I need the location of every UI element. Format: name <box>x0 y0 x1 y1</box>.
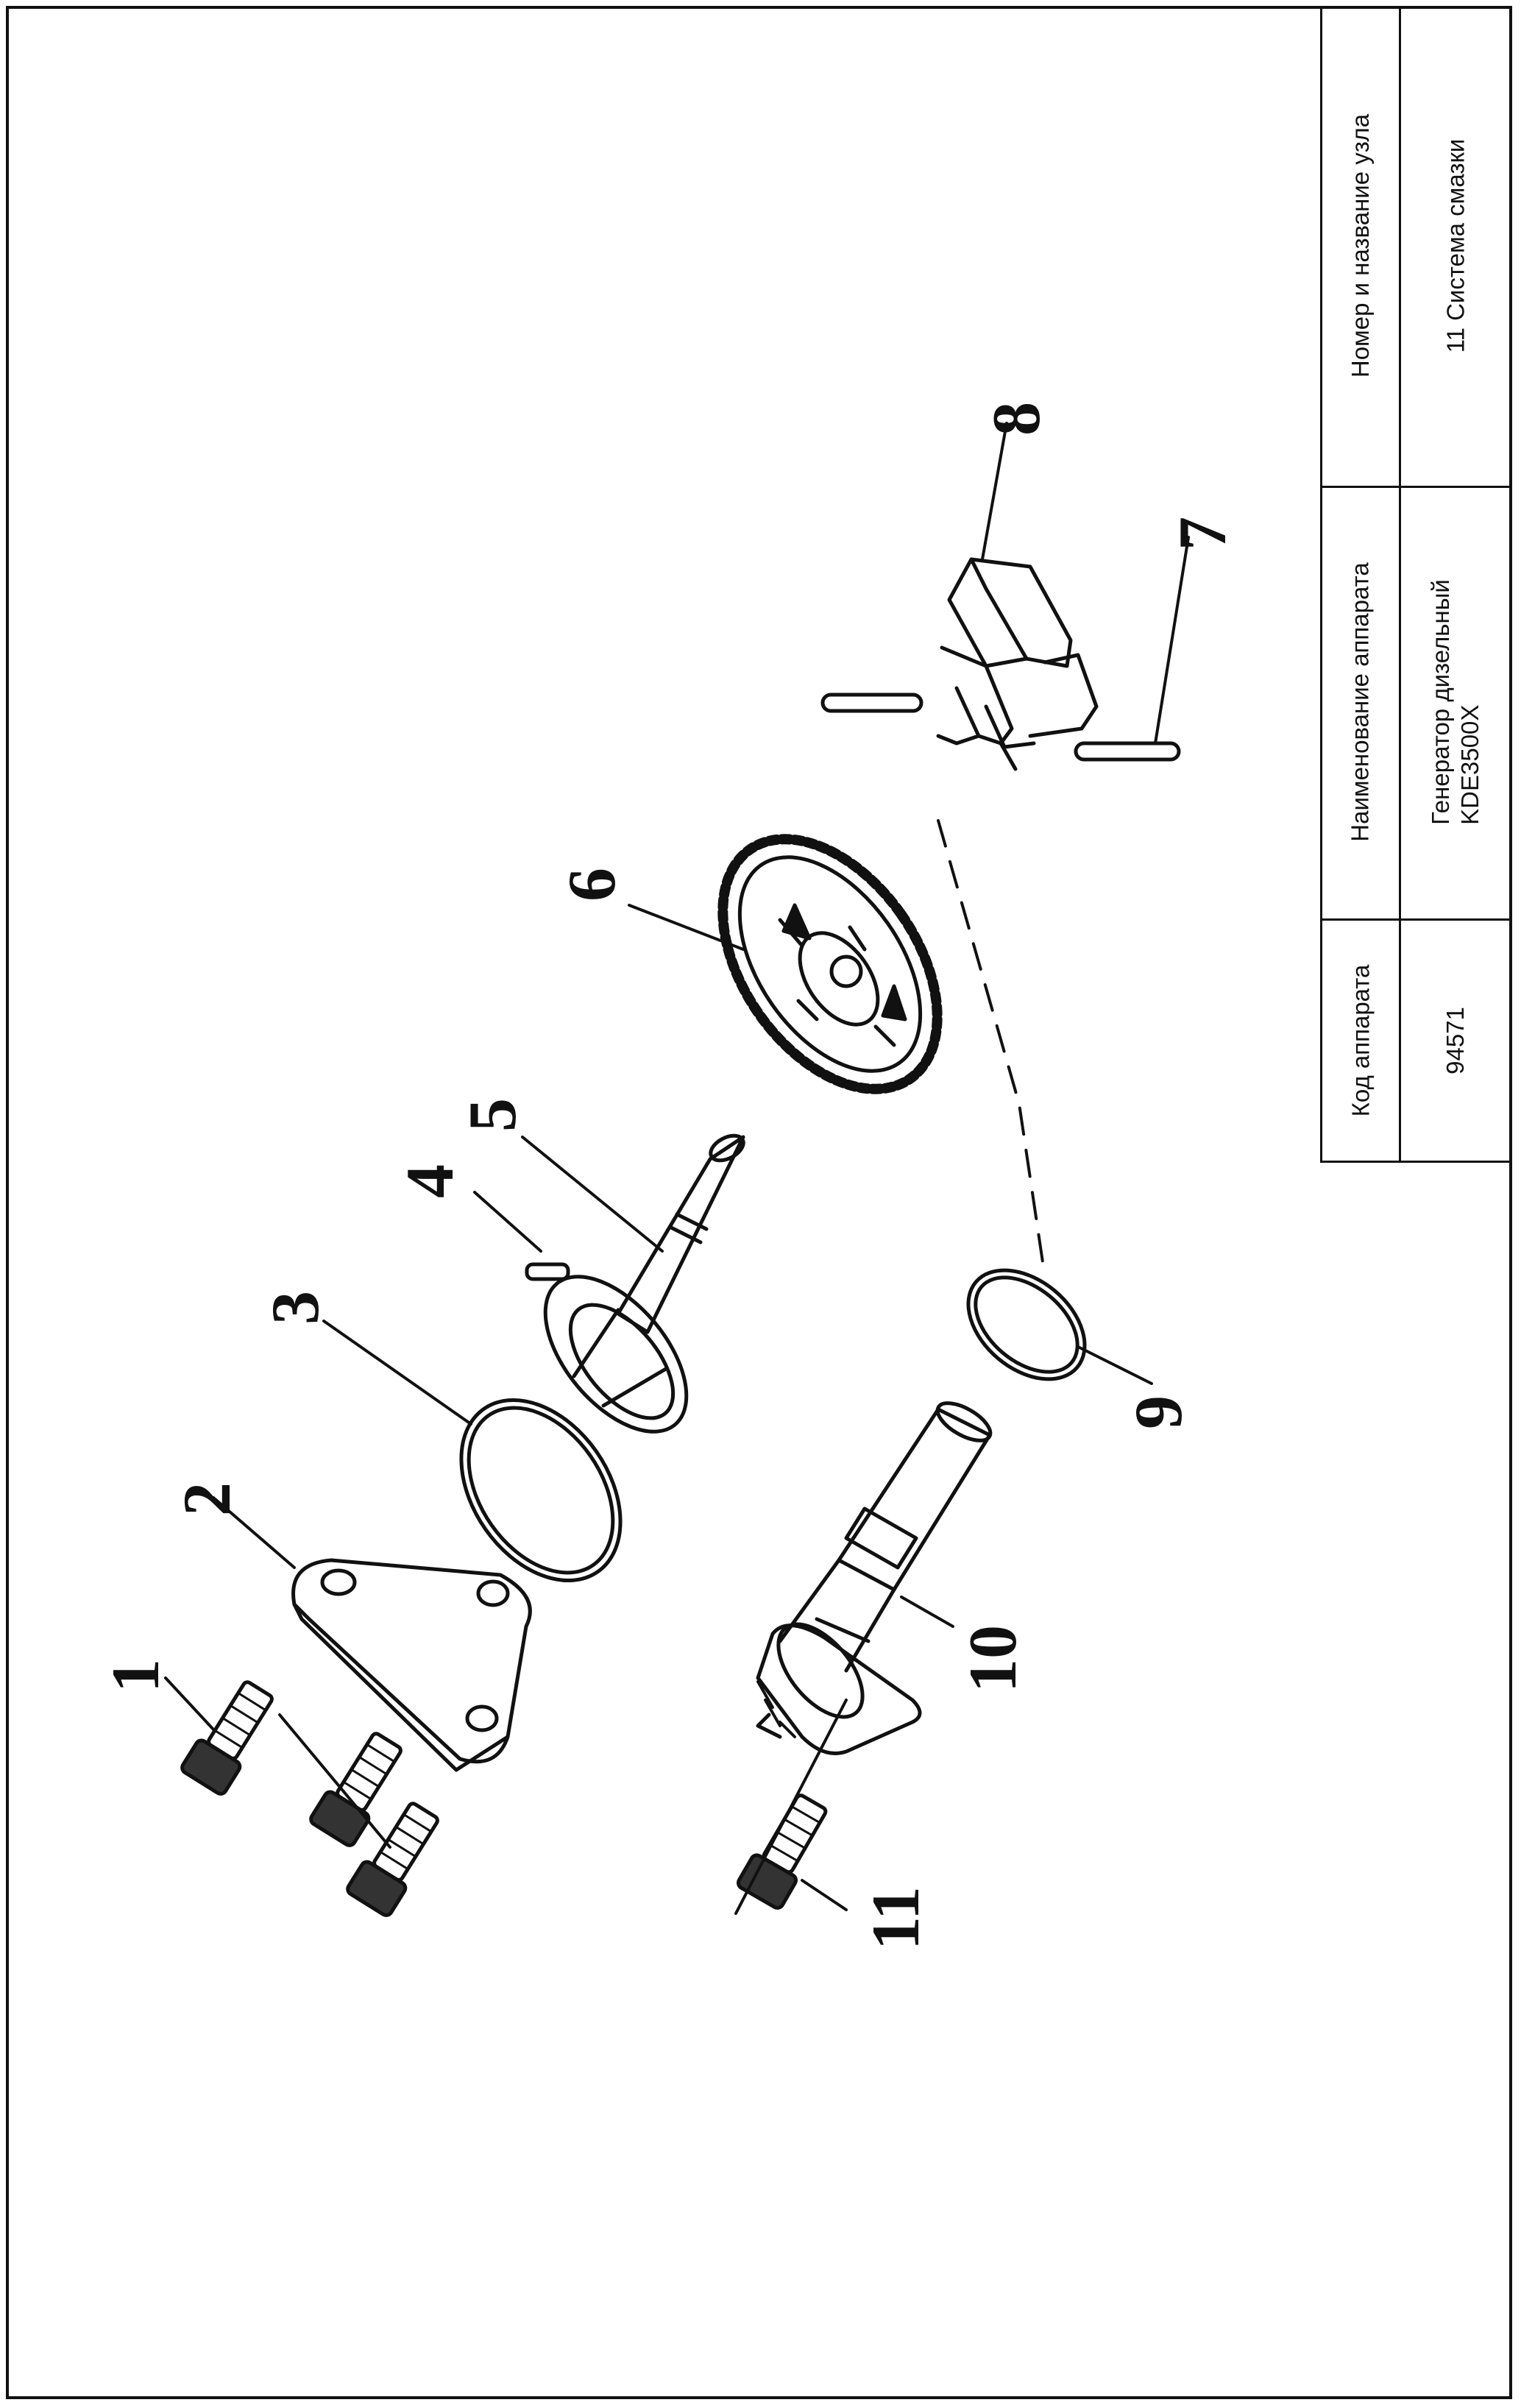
title-block-column-divider <box>1399 6 1401 1161</box>
callout-1: 1 <box>98 1659 173 1693</box>
dashed-assembly-line <box>937 819 1046 1278</box>
callout-8: 8 <box>979 402 1054 436</box>
title-block-row-divider <box>1322 918 1512 921</box>
part-7-pins <box>820 693 1181 762</box>
part-8-bracket <box>936 557 1099 771</box>
part-10-pump-body <box>756 1401 993 1755</box>
callout-4: 4 <box>392 1164 467 1198</box>
callout-11: 11 <box>858 1886 933 1950</box>
callout-9: 9 <box>1121 1395 1196 1429</box>
part-3-oring <box>459 1398 623 1583</box>
part-5-shaft <box>543 1133 745 1434</box>
part-4-key <box>525 1262 570 1281</box>
part-1-bolts <box>180 1680 828 1917</box>
callout-6: 6 <box>554 868 629 902</box>
drawing-frame <box>6 6 1512 2399</box>
callout-5: 5 <box>455 1098 530 1132</box>
part-9-oring <box>966 1268 1087 1381</box>
title-block-row-divider <box>1322 486 1512 488</box>
callout-3: 3 <box>258 1291 333 1325</box>
title-block: Номер и название узла 11 Система смазки … <box>1320 6 1512 1163</box>
callout-7: 7 <box>1165 517 1240 550</box>
leader-lines <box>164 422 1190 1915</box>
part-2-plate <box>291 1558 532 1772</box>
callout-10: 10 <box>955 1625 1030 1693</box>
callout-2: 2 <box>169 1482 244 1516</box>
part-6-gear <box>717 834 943 1094</box>
